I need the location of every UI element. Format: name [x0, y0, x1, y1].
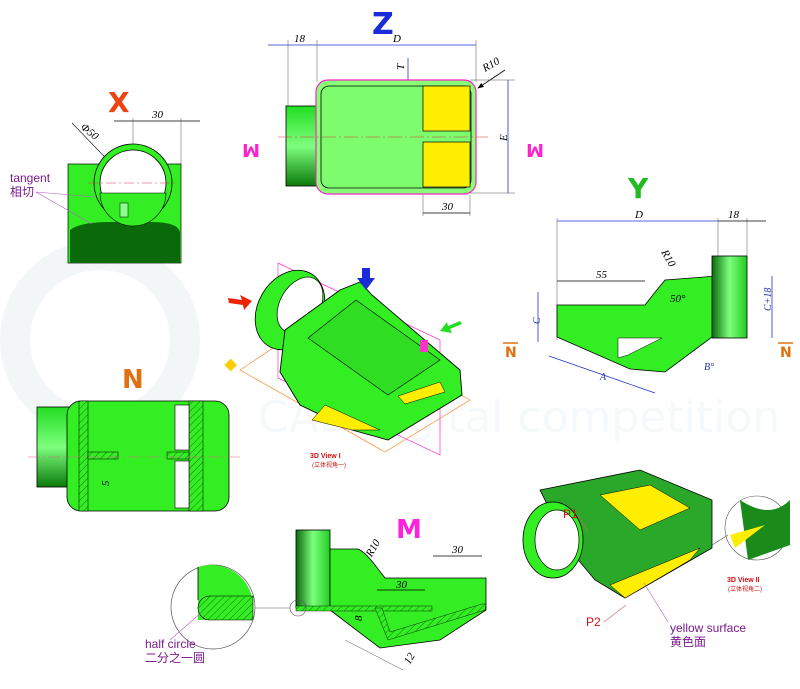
y-dim-c: C [532, 317, 543, 324]
iso1-title: 3D View I [310, 453, 341, 460]
iso2-title: 3D View II [727, 577, 760, 584]
m-note-half-circle-cn: 二分之一圆 [145, 651, 205, 665]
iso1-subtitle: (立体视角一) [312, 461, 346, 469]
n-dim-5: 5 [100, 480, 112, 486]
y-dim-b: B° [704, 362, 714, 373]
iso2-p1: P1 [563, 507, 578, 521]
x-dark-face [70, 222, 180, 263]
z-boss [285, 105, 321, 187]
z-dim-30: 30 [441, 201, 454, 213]
m-detail-circle [170, 564, 256, 650]
y-dim-c18: C+18 [763, 288, 774, 311]
m-dim-12: 12 [402, 651, 418, 667]
view-n: N 5 [28, 365, 240, 512]
z-dim-18: 18 [294, 33, 306, 45]
y-dim-r10: R10 [658, 247, 678, 270]
view-m-label: M [396, 515, 422, 545]
iso2-note-yellow-cn: 黄色面 [670, 635, 706, 649]
iso1-arrow-x [228, 295, 252, 310]
view-y: Y D 18 R10 55 50° C C+18 A B° N N [503, 172, 793, 394]
view-z: Z 18 D T R10 E 30 M M [242, 7, 544, 216]
iso2-note-yellow: yellow surface [670, 621, 746, 635]
y-section-n-left: N [505, 345, 517, 361]
y-dim-18: 18 [728, 209, 740, 221]
y-body [556, 275, 718, 373]
view-x-label: X [108, 86, 130, 119]
y-boss [711, 255, 748, 339]
n-boss [36, 406, 72, 488]
m-note-half-circle: half circle [145, 637, 196, 651]
z-section-m-right: M [526, 139, 544, 160]
z-dim-r10: R10 [480, 55, 503, 75]
y-dim-d: D [634, 209, 643, 221]
iso2-yellow-surface [609, 547, 701, 599]
z-section-m-left: M [242, 139, 260, 160]
y-dim-55: 55 [596, 269, 608, 281]
iso1-arrow-y [440, 321, 462, 333]
x-note-tangent: tangent [10, 171, 51, 185]
y-section-n-right: N [780, 345, 792, 361]
iso2-p2: P2 [586, 615, 601, 629]
view-z-label: Z [372, 7, 394, 42]
view-n-label: N [122, 365, 144, 395]
m-body [329, 548, 487, 649]
iso1-arrow-z [357, 268, 375, 290]
iso2-subtitle: (立体视角二) [728, 585, 762, 593]
iso1-arrow-n [224, 358, 238, 372]
z-yellow-top [422, 85, 471, 132]
view-m: M R10 30 30 8 12 half circle 二分之一圆 [145, 515, 487, 671]
z-dim-t: T [395, 63, 407, 70]
z-dim-d: D [392, 33, 401, 45]
x-dim-diameter: Φ50 [78, 121, 101, 143]
z-dim-e: E [498, 134, 510, 142]
x-dim-30: 30 [151, 109, 164, 121]
view-y-label: Y [627, 172, 649, 205]
x-note-tangent-cn: 相切 [10, 185, 34, 199]
iso1-arrow-m [420, 340, 428, 352]
view-x: X 30 Φ50 tangent 相切 [10, 86, 200, 264]
view-iso-1: 3D View I (立体视角一) [224, 262, 471, 469]
m-dim-30-mid: 30 [395, 579, 408, 591]
m-dim-30-top: 30 [451, 544, 464, 556]
z-yellow-bottom [422, 141, 471, 188]
m-boss [295, 529, 331, 609]
y-dim-angle: 50° [670, 293, 686, 305]
m-dim-8: 8 [353, 615, 365, 621]
y-dim-a: A [599, 372, 607, 383]
view-iso-2: P1 P2 yellow surface 黄色面 3D View II (立体视… [522, 469, 790, 649]
